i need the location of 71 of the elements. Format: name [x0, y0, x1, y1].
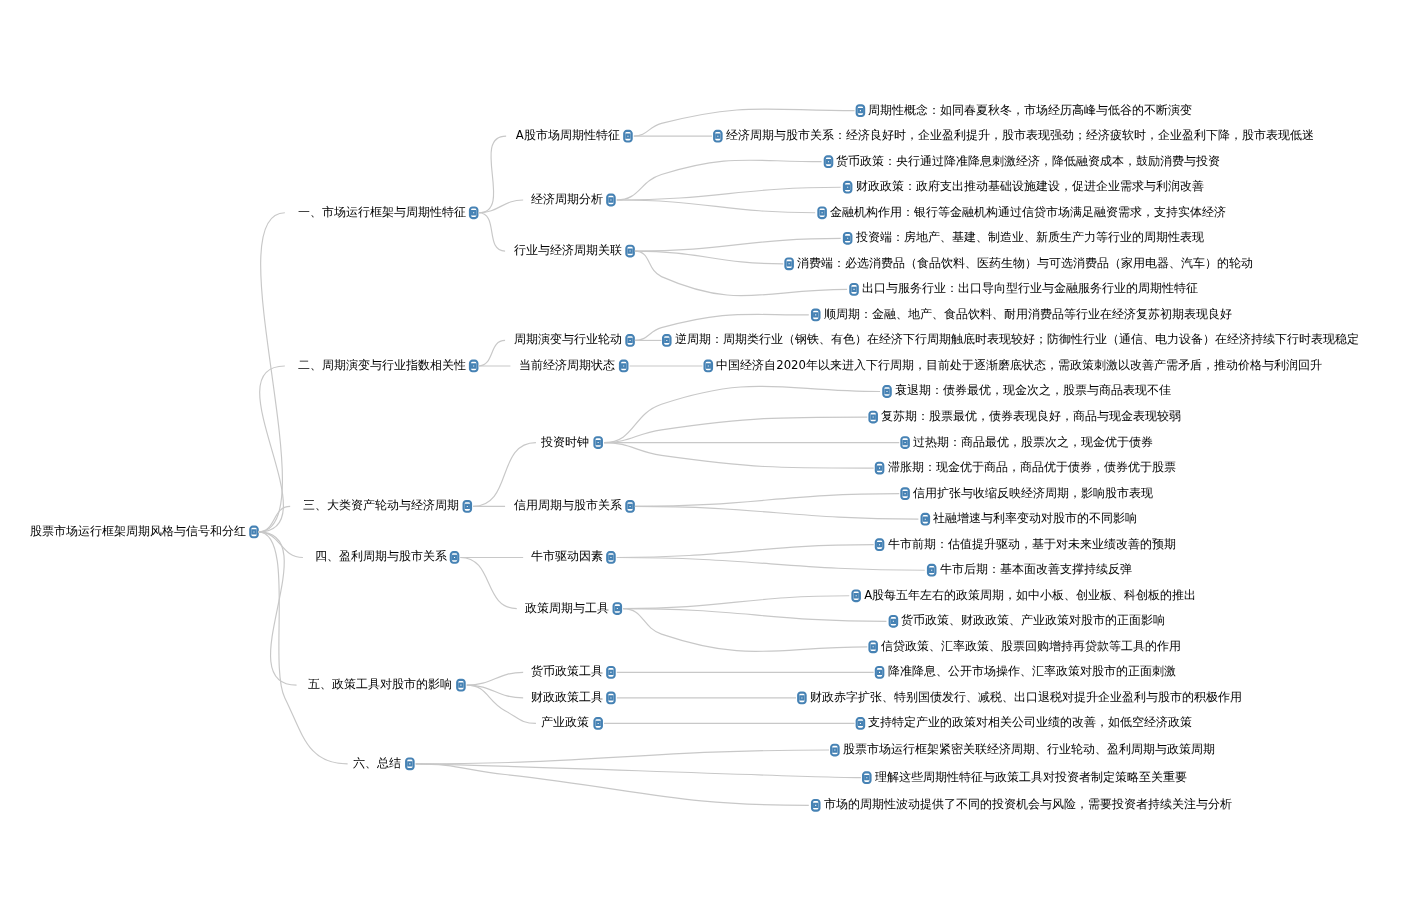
node-label: 股票市场运行框架周期风格与信号和分红	[30, 523, 247, 538]
connector	[257, 530, 349, 764]
connector	[634, 250, 848, 296]
node-label: 信贷政策、汇率政策、股票回购增持再贷款等工具的作用	[881, 638, 1182, 653]
node-label: 复苏期：股票最优，债券表现良好，商品与现金表现较弱	[881, 408, 1182, 423]
node-label: 衰退期：债券最优，现金次之，股票与商品表现不佳	[894, 382, 1171, 397]
node-label: 当前经济周期状态	[518, 357, 615, 372]
node-label: 周期性概念：如同春夏秋冬，市场经历高峰与低谷的不断演变	[868, 102, 1193, 117]
node-label: 市场的周期性波动提供了不同的投资机会与风险，需要投资者持续关注与分析	[823, 796, 1232, 811]
node-label: 五、政策工具对股市的影响	[308, 676, 453, 691]
node-label: 理解这些周期性特征与政策工具对投资者制定策略至关重要	[874, 769, 1187, 784]
connector	[459, 556, 518, 609]
connector	[415, 762, 810, 806]
node-label: 投资端：房地产、基建、制造业、新质生产力等行业的周期性表现	[855, 229, 1204, 244]
node-label: 一、市场运行框架与周期性特征	[297, 204, 466, 219]
connector	[603, 722, 856, 724]
node-label: 牛市后期：基本面改善支撑持续反弹	[939, 561, 1132, 576]
connector	[634, 505, 919, 520]
node-label: 牛市前期：估值提升驱动，基于对未来业绩改善的预期	[887, 536, 1176, 551]
connector	[633, 107, 856, 137]
node-label: 货币政策工具	[530, 663, 603, 678]
node-label: 财政政策：政府支出推动基础设施建设，促进企业需求与利润改善	[855, 178, 1204, 193]
connector	[477, 211, 506, 252]
connector	[466, 684, 537, 724]
connector	[633, 135, 713, 137]
node-label: 滞胀期：现金优于商品，商品优于债券，债券优于股票	[887, 459, 1176, 474]
node-label: 经济周期分析	[530, 191, 603, 206]
node-label: 股票市场运行框架紧密关联经济周期、行业轮动、盈利周期与政策周期	[842, 741, 1215, 756]
node-label: 降准降息、公开市场操作、汇率政策对股市的正面刺激	[887, 663, 1176, 678]
node-label: 周期演变与行业轮动	[513, 331, 622, 346]
node-label: 过热期：商品最优，股票次之，现金优于债券	[913, 434, 1154, 449]
node-label: 经济周期与股市关系：经济良好时，企业盈利提升，股市表现强劲；经济疲软时，企业盈利下降，股市表现低迷	[725, 127, 1314, 142]
node-label: 信用周期与股市关系	[513, 497, 622, 512]
node-label: 牛市驱动因素	[530, 548, 603, 563]
node-label: 消费端：必选消费品（食品饮料、医药生物）与可选消费品（家用电器、汽车）的轮动	[797, 255, 1254, 270]
connector	[616, 696, 797, 698]
node-label: A股每五年左右的政策周期，如中小板、创业板、科创板的推出	[864, 587, 1197, 602]
connector	[472, 441, 537, 507]
connector	[616, 556, 926, 571]
node-label: 六、总结	[352, 755, 401, 770]
connector	[616, 198, 816, 213]
node-label: 出口与服务行业：出口导向型行业与金融服务行业的周期性特征	[862, 280, 1199, 295]
node-label: 产业政策	[541, 714, 590, 729]
node-label: 行业与经济周期关联	[513, 242, 622, 257]
node-label: 信用扩张与收缩反映经济周期，影响股市表现	[913, 485, 1154, 500]
node-label: 货币政策、财政政策、产业政策对股市的正面影响	[901, 612, 1166, 627]
connector	[616, 671, 875, 673]
connector	[622, 607, 868, 652]
connector	[257, 211, 286, 533]
connector	[603, 441, 875, 469]
connector	[634, 339, 663, 341]
node-label: 三、大类资产轮动与经济周期	[302, 497, 459, 512]
connector	[634, 250, 784, 264]
connector	[257, 530, 298, 686]
node-label: 中国经济自2020年以来进入下行周期，目前处于逐渐磨底状态，需政策刺激以改善产需矛盾，推动价格与利润回升	[716, 357, 1323, 372]
connector	[466, 671, 524, 686]
node-label: 二、周期演变与行业指数相关性	[297, 357, 466, 372]
node-label: 金融机构作用：银行等金融机构通过信贷市场满足融资需求，支持实体经济	[830, 204, 1227, 219]
node-label: 货币政策：央行通过降准降息刺激经济，降低融资成本，鼓励消费与投资	[836, 153, 1221, 168]
node-label: 社融增速与利率变动对股市的不同影响	[933, 510, 1138, 525]
connector	[257, 364, 286, 533]
node-label: A股市场周期性特征	[515, 127, 620, 142]
node-label: 顺周期：金融、地产、食品饮料、耐用消费品等行业在经济复苏初期表现良好	[823, 306, 1232, 321]
node-label: 政策周期与工具	[525, 600, 610, 615]
connector	[472, 505, 506, 507]
node-label: 财政政策工具	[530, 689, 603, 704]
node-label: 财政赤字扩张、特别国债发行、减税、出口退税对提升企业盈利与股市的积极作用	[809, 689, 1242, 704]
node-label: 投资时钟	[541, 434, 590, 449]
node-label: 支持特定产业的政策对相关公司业绩的改善，如低空经济政策	[868, 714, 1193, 729]
node-label: 四、盈利周期与股市关系	[314, 548, 447, 563]
node-label: 逆周期：周期类行业（钢铁、有色）在经济下行周期触底时表现较好；防御性行业（通信、电力设备）在经济持续下行时表现稳定	[674, 331, 1359, 346]
